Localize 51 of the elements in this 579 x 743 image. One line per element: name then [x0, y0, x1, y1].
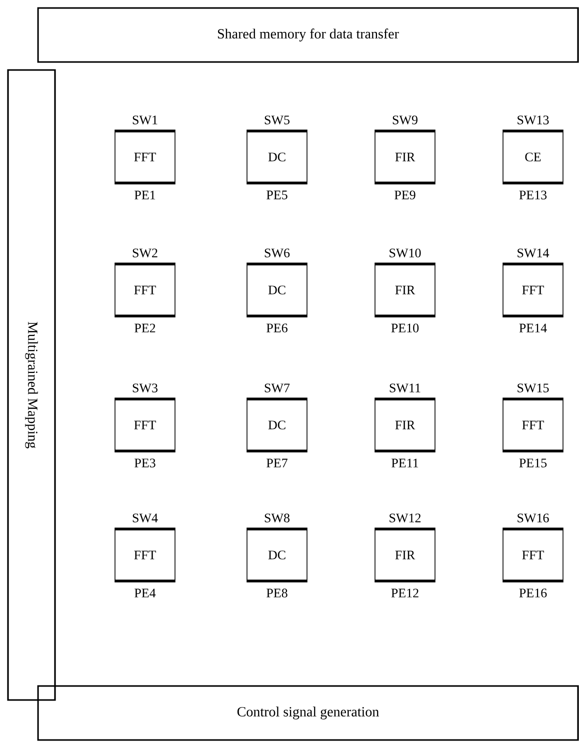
processing-element-box: CE: [502, 130, 564, 184]
switch-label: SW4: [132, 514, 158, 522]
element-label: PE7: [266, 458, 288, 468]
processing-element-box: FFT: [502, 398, 564, 452]
element-label: PE1: [134, 190, 156, 200]
switch-label: SW15: [518, 384, 549, 392]
processing-element-box: DC: [246, 528, 308, 582]
element-label: PE5: [266, 190, 288, 200]
element-label: PE14: [519, 324, 547, 332]
element-label: PE13: [519, 190, 547, 200]
switch-label: SW13: [518, 116, 549, 124]
switch-label: SW10: [390, 248, 421, 258]
switch-label: SW3: [132, 384, 158, 392]
processing-element-box: FIR: [374, 528, 436, 582]
switch-label: SW1: [132, 116, 158, 124]
element-label: PE16: [519, 588, 547, 598]
mapping-box: Multigrained Mapping: [7, 69, 56, 701]
switch-label: SW16: [518, 514, 549, 522]
processing-element-box: DC: [246, 130, 308, 184]
processing-element-box: FFT: [114, 262, 176, 318]
element-label: PE8: [266, 588, 288, 598]
element-label: PE3: [134, 458, 156, 468]
processing-element-box: FIR: [374, 398, 436, 452]
processing-element-box: FFT: [114, 398, 176, 452]
processing-element-box: FFT: [502, 262, 564, 318]
switch-label: SW2: [132, 248, 158, 258]
switch-label: SW11: [390, 384, 420, 392]
element-label: PE11: [392, 458, 418, 468]
switch-label: SW6: [264, 248, 290, 258]
element-label: PE4: [134, 588, 156, 598]
processing-element-box: DC: [246, 262, 308, 318]
processing-element-box: FIR: [374, 130, 436, 184]
element-label: PE12: [391, 588, 418, 598]
processing-element-box: FIR: [374, 262, 436, 318]
switch-label: SW9: [392, 116, 418, 124]
block-box: Shared memory for data transfer: [37, 7, 579, 63]
processing-element-box: FFT: [502, 528, 564, 582]
processing-element-box: FFT: [114, 528, 176, 582]
block-box: Control signal generation: [37, 685, 579, 741]
element-label: PE6: [266, 324, 288, 332]
processing-element-box: FFT: [114, 130, 176, 184]
element-label: PE9: [394, 190, 416, 200]
element-label: PE10: [391, 324, 419, 332]
switch-label: SW12: [390, 514, 421, 522]
switch-label: SW14: [518, 248, 550, 258]
switch-label: SW7: [264, 384, 290, 392]
processing-element-box: DC: [246, 398, 308, 452]
element-label: PE15: [519, 458, 547, 468]
element-label: PE2: [134, 324, 156, 332]
switch-label: SW5: [264, 116, 290, 124]
switch-label: SW8: [264, 514, 290, 522]
